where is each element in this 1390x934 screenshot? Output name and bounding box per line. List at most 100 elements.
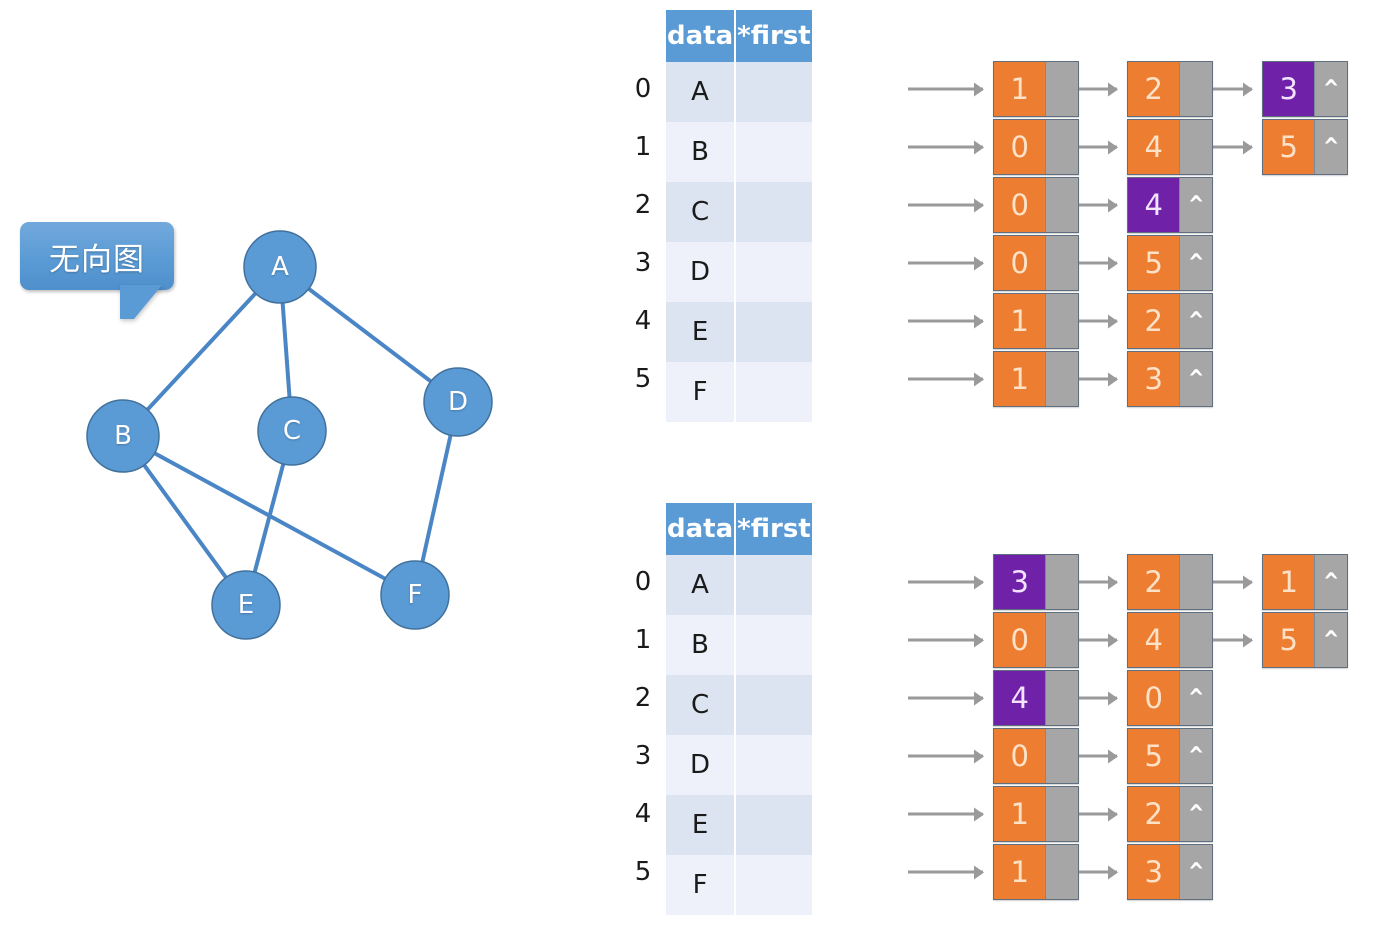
graph-node-a (243, 230, 317, 304)
list-node-value: 5 (1263, 120, 1316, 174)
list-node-value: 1 (994, 787, 1047, 841)
list-node: 0^ (1127, 670, 1213, 726)
next-pointer-arrow (1213, 145, 1252, 149)
first-pointer-cell (734, 182, 812, 242)
null-pointer-icon: ^ (1315, 613, 1347, 667)
list-node-value: 0 (994, 729, 1047, 783)
list-node-pointer (1046, 294, 1078, 348)
list-node-pointer (1180, 613, 1212, 667)
first-pointer-cell (734, 242, 812, 302)
list-node-pointer (1046, 236, 1078, 290)
first-pointer-cell (734, 795, 812, 855)
row-index-label: 3 (634, 248, 652, 278)
list-node: 5^ (1262, 612, 1348, 668)
list-node-value: 5 (1128, 236, 1181, 290)
row-index-label: 2 (634, 683, 652, 713)
list-node: 4^ (1127, 177, 1213, 233)
null-pointer-icon: ^ (1180, 352, 1212, 406)
list-node-value: 3 (1128, 352, 1181, 406)
vertex-data-cell: E (666, 795, 735, 855)
graph-node-e (211, 570, 281, 640)
list-node-pointer (1046, 352, 1078, 406)
next-pointer-arrow (1079, 203, 1117, 207)
row-index-label: 1 (634, 132, 652, 162)
table-row: B (666, 122, 812, 182)
list-node: 0 (993, 119, 1079, 175)
row-index-label: 5 (634, 857, 652, 887)
first-pointer-cell (734, 675, 812, 735)
graph-caption-bubble: 无向图 (20, 222, 174, 290)
list-node-value: 4 (1128, 613, 1181, 667)
next-pointer-arrow (1079, 319, 1117, 323)
graph-caption-bubble-tail (120, 285, 162, 319)
vertex-data-cell: B (666, 122, 735, 182)
list-node: 4 (993, 670, 1079, 726)
head-pointer-arrow (908, 261, 983, 265)
column-header-first: *first (734, 503, 812, 555)
list-node-value: 0 (994, 120, 1047, 174)
list-node: 2 (1127, 554, 1213, 610)
table-row: F (666, 362, 812, 422)
next-pointer-arrow (1213, 638, 1252, 642)
list-node-pointer (1046, 845, 1078, 899)
head-pointer-arrow (908, 696, 983, 700)
next-pointer-arrow (1079, 580, 1117, 584)
table-row: E (666, 795, 812, 855)
vertex-data-cell: D (666, 242, 735, 302)
list-node: 2^ (1127, 293, 1213, 349)
null-pointer-icon: ^ (1315, 120, 1347, 174)
list-node-value: 5 (1128, 729, 1181, 783)
column-header-data: data (666, 503, 735, 555)
next-pointer-arrow (1213, 580, 1252, 584)
list-node-value: 4 (994, 671, 1047, 725)
list-node: 4 (1127, 119, 1213, 175)
table-row: D (666, 242, 812, 302)
next-pointer-arrow (1079, 377, 1117, 381)
list-node: 5^ (1127, 235, 1213, 291)
list-node: 0 (993, 235, 1079, 291)
column-header-data: data (666, 10, 735, 62)
list-node-value: 1 (994, 62, 1047, 116)
list-node-value: 5 (1263, 613, 1316, 667)
vertex-data-cell: A (666, 555, 735, 615)
head-pointer-arrow (908, 145, 983, 149)
null-pointer-icon: ^ (1180, 236, 1212, 290)
list-node: 5^ (1262, 119, 1348, 175)
head-pointer-arrow (908, 580, 983, 584)
list-node-pointer (1046, 178, 1078, 232)
list-node: 2 (1127, 61, 1213, 117)
first-pointer-cell (734, 362, 812, 422)
null-pointer-icon: ^ (1180, 729, 1212, 783)
list-node-value: 1 (994, 294, 1047, 348)
list-node-value: 2 (1128, 787, 1181, 841)
graph-node-b (86, 399, 160, 473)
list-node: 1 (993, 293, 1079, 349)
row-index-label: 5 (634, 364, 652, 394)
list-node-value: 1 (994, 845, 1047, 899)
list-node-value: 0 (1128, 671, 1181, 725)
first-pointer-cell (734, 122, 812, 182)
next-pointer-arrow (1079, 754, 1117, 758)
head-pointer-arrow (908, 377, 983, 381)
null-pointer-icon: ^ (1315, 555, 1347, 609)
head-pointer-arrow (908, 754, 983, 758)
list-node: 1 (993, 351, 1079, 407)
list-node-pointer (1180, 120, 1212, 174)
first-pointer-cell (734, 855, 812, 915)
head-pointer-arrow (908, 812, 983, 816)
vertex-data-cell: F (666, 855, 735, 915)
table-row: B (666, 615, 812, 675)
list-node: 2^ (1127, 786, 1213, 842)
list-node: 1 (993, 844, 1079, 900)
column-header-first: *first (734, 10, 812, 62)
table-row: A (666, 62, 812, 122)
list-node-value: 4 (1128, 120, 1181, 174)
list-node-pointer (1046, 62, 1078, 116)
list-node-value: 3 (1128, 845, 1181, 899)
list-node-value: 3 (1263, 62, 1316, 116)
row-index-label: 4 (634, 799, 652, 829)
list-node: 3^ (1127, 844, 1213, 900)
next-pointer-arrow (1079, 870, 1117, 874)
vertex-data-cell: E (666, 302, 735, 362)
